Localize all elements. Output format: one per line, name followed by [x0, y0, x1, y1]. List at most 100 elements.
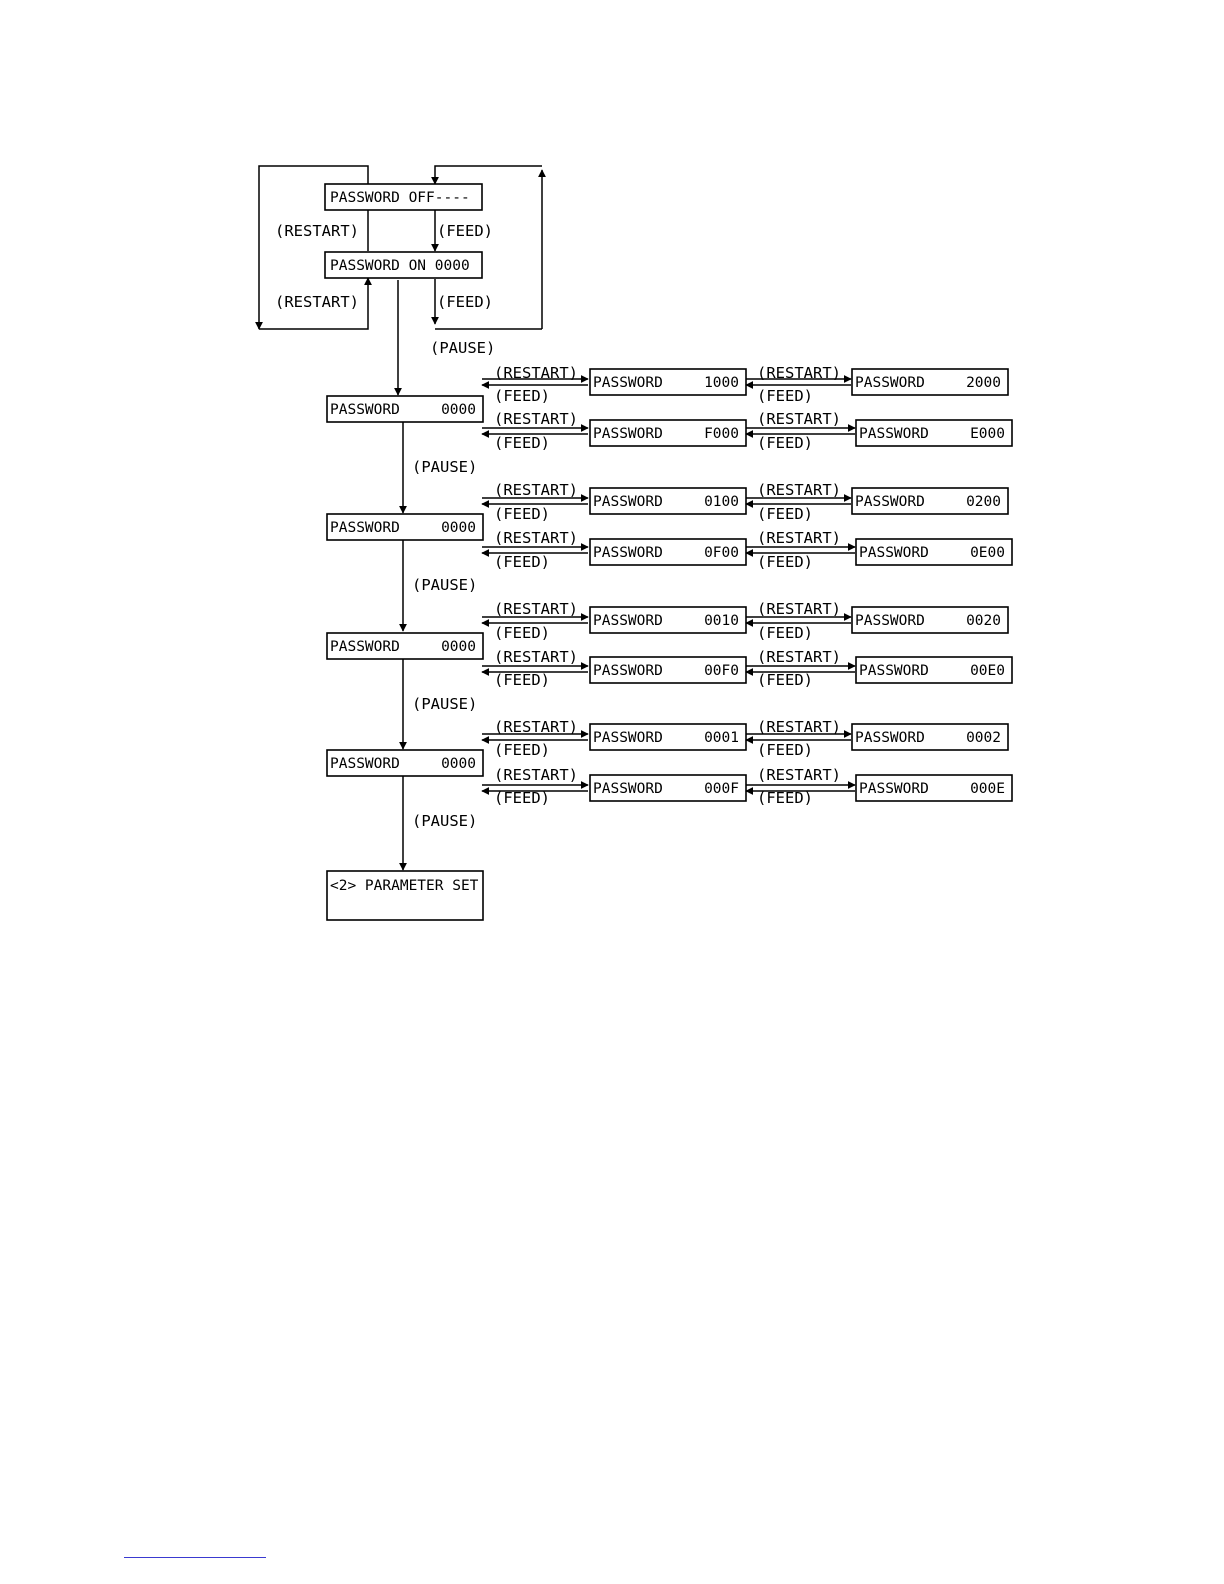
level-4-row-2-restart-1: (RESTART): [494, 766, 578, 784]
level-2-row-2-box-2-label: PASSWORD: [859, 545, 929, 561]
level-3-row-2-feed-2: (FEED): [757, 671, 813, 689]
password-on-box: PASSWORD ON 0000: [324, 251, 483, 279]
level-3-row-1-box-2: PASSWORD 0020: [851, 606, 1009, 634]
level-3-row-2-feed-1: (FEED): [494, 671, 550, 689]
level-2-row-2-box-2: PASSWORD 0E00: [855, 538, 1013, 566]
level-1-row-2-box-2-label: PASSWORD: [859, 426, 929, 442]
level-2-row-1-box-2: PASSWORD 0200: [851, 487, 1009, 515]
level-3-row-2-restart-2: (RESTART): [757, 648, 841, 666]
level-3-row-1-feed-2: (FEED): [757, 624, 813, 642]
level-2-row-1-restart-1: (RESTART): [494, 481, 578, 499]
level-2-row-1-box-2-label: PASSWORD: [855, 494, 925, 510]
level-1-row-1-box-1: PASSWORD 1000: [589, 368, 747, 396]
password-off-text: PASSWORD OFF----: [330, 190, 470, 206]
level-1-row-1-feed-1: (FEED): [494, 387, 550, 405]
level-2-row-1-restart-2: (RESTART): [757, 481, 841, 499]
level-1-row-2-box-1: PASSWORD F000: [589, 419, 747, 447]
level-3-row-1-restart-1: (RESTART): [494, 600, 578, 618]
level-4-group: PASSWORD 0000 (PAUSE) (RESTART) (FEED) P…: [326, 718, 1013, 871]
level-3-group: PASSWORD 0000 (PAUSE) (RESTART) (FEED) P…: [326, 600, 1013, 750]
password-off-box: PASSWORD OFF----: [324, 183, 483, 211]
level-2-row-1: (RESTART) (FEED) PASSWORD 0100 (RESTART)…: [481, 481, 1009, 523]
level-3-row-2-box-1-label: PASSWORD: [593, 663, 663, 679]
level-2-row-2-box-1: PASSWORD 0F00: [589, 538, 747, 566]
level-1-main-box: PASSWORD 0000: [326, 395, 484, 423]
level-3-main-left: PASSWORD: [330, 639, 400, 655]
feed-label-upper: (FEED): [437, 222, 493, 240]
parameter-set-box: <2> PARAMETER SET: [326, 870, 484, 921]
level-1-row-2-box-1-label: PASSWORD: [593, 426, 663, 442]
level-3-row-2-box-1: PASSWORD 00F0: [589, 656, 747, 684]
pause-label-top: (PAUSE): [430, 339, 495, 357]
level-1-row-1-restart-1: (RESTART): [494, 364, 578, 382]
level-4-row-2-box-2-label: PASSWORD: [859, 781, 929, 797]
level-2-row-2-box-1-value: 0F00: [704, 545, 739, 561]
level-2-row-2-restart-1: (RESTART): [494, 529, 578, 547]
level-3-row-2-box-2-value: 00E0: [970, 663, 1005, 679]
level-2-row-1-box-1: PASSWORD 0100: [589, 487, 747, 515]
level-3-row-1-box-1-value: 0010: [704, 613, 739, 629]
level-3-pause: (PAUSE): [412, 695, 477, 713]
level-4-row-2-feed-1: (FEED): [494, 789, 550, 807]
level-3-row-1-box-2-value: 0020: [966, 613, 1001, 629]
level-3-main-value: 0000: [441, 639, 476, 655]
level-2-row-1-box-2-value: 0200: [966, 494, 1001, 510]
level-4-row-1: (RESTART) (FEED) PASSWORD 0001 (RESTART)…: [481, 718, 1009, 759]
level-4-row-2-box-2-value: 000E: [970, 781, 1005, 797]
level-1-row-1-feed-2: (FEED): [757, 387, 813, 405]
level-4-row-1-box-1-label: PASSWORD: [593, 730, 663, 746]
level-4-row-1-feed-1: (FEED): [494, 741, 550, 759]
level-4-pause: (PAUSE): [412, 812, 477, 830]
level-3-main-box: PASSWORD 0000: [326, 632, 484, 660]
level-2-group: PASSWORD 0000 (PAUSE) (RESTART) (FEED) P…: [326, 481, 1013, 632]
level-4-row-1-restart-2: (RESTART): [757, 718, 841, 736]
level-1-pause: (PAUSE): [412, 458, 477, 476]
password-on-text: PASSWORD ON 0000: [330, 258, 470, 274]
level-4-row-2-feed-2: (FEED): [757, 789, 813, 807]
level-2-row-2-feed-2: (FEED): [757, 553, 813, 571]
level-1-row-2-restart-2: (RESTART): [757, 410, 841, 428]
level-1-group: PASSWORD 0000 (PAUSE) (RESTART) (FEED) P…: [326, 364, 1013, 514]
restart-label-lower: (RESTART): [275, 293, 359, 311]
level-1-main-left: PASSWORD: [330, 402, 400, 418]
level-3-row-2-box-2: PASSWORD 00E0: [855, 656, 1013, 684]
level-2-main-value: 0000: [441, 520, 476, 536]
level-4-main-value: 0000: [441, 756, 476, 772]
top-loop-connectors: [255, 165, 546, 396]
level-4-row-1-restart-1: (RESTART): [494, 718, 578, 736]
level-1-row-2-box-2-value: E000: [970, 426, 1005, 442]
level-4-main-left: PASSWORD: [330, 756, 400, 772]
level-2-row-2: (RESTART) (FEED) PASSWORD 0F00 (RESTART)…: [481, 529, 1013, 571]
level-1-main-value: 0000: [441, 402, 476, 418]
footnote-separator: [124, 1557, 266, 1558]
level-4-row-2-box-2: PASSWORD 000E: [855, 774, 1013, 802]
feed-label-lower: (FEED): [437, 293, 493, 311]
level-1-row-1-restart-2: (RESTART): [757, 364, 841, 382]
level-3-row-1-box-1: PASSWORD 0010: [589, 606, 747, 634]
level-1-row-1-box-1-value: 1000: [704, 375, 739, 391]
level-4-row-1-box-1-value: 0001: [704, 730, 739, 746]
level-4-row-1-feed-2: (FEED): [757, 741, 813, 759]
level-4-row-1-box-2-label: PASSWORD: [855, 730, 925, 746]
level-2-row-2-box-1-label: PASSWORD: [593, 545, 663, 561]
level-1-row-2-box-2: PASSWORD E000: [855, 419, 1013, 447]
level-4-row-2: (RESTART) (FEED) PASSWORD 000F (RESTART)…: [481, 766, 1013, 807]
level-3-row-1-box-2-label: PASSWORD: [855, 613, 925, 629]
level-1-row-1-box-2: PASSWORD 2000: [851, 368, 1009, 396]
level-2-row-1-box-1-label: PASSWORD: [593, 494, 663, 510]
level-1-row-1-box-2-label: PASSWORD: [855, 375, 925, 391]
level-4-row-2-box-1: PASSWORD 000F: [589, 774, 747, 802]
level-3-row-1-box-1-label: PASSWORD: [593, 613, 663, 629]
level-3-row-2-restart-1: (RESTART): [494, 648, 578, 666]
restart-label-upper: (RESTART): [275, 222, 359, 240]
level-2-main-left: PASSWORD: [330, 520, 400, 536]
level-2-row-1-feed-1: (FEED): [494, 505, 550, 523]
level-1-row-1-box-2-value: 2000: [966, 375, 1001, 391]
level-3-row-1-feed-1: (FEED): [494, 624, 550, 642]
level-4-row-1-box-2-value: 0002: [966, 730, 1001, 746]
level-1-row-1: (RESTART) (FEED) PASSWORD 1000 (RESTART)…: [481, 364, 1009, 405]
level-2-pause: (PAUSE): [412, 576, 477, 594]
level-1-row-2: (RESTART) (FEED) PASSWORD F000 (RESTART)…: [481, 410, 1013, 452]
